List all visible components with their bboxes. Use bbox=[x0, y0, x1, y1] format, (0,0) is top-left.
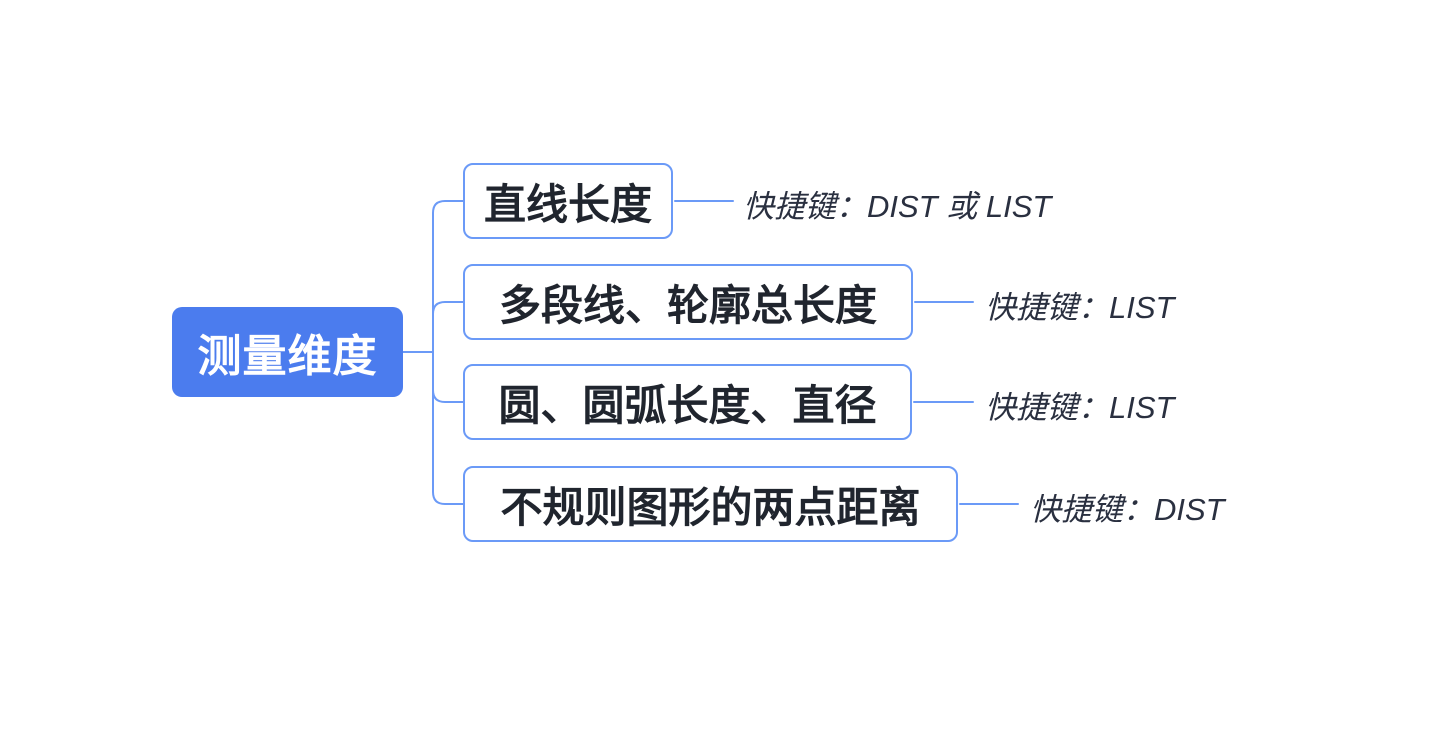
child-node-label: 圆、圆弧长度、直径 bbox=[498, 381, 877, 429]
child-node-irregular-two-point-distance[interactable]: 不规则图形的两点距离 bbox=[463, 466, 958, 542]
root-node-label: 测量维度 bbox=[197, 332, 378, 381]
shortcut-note-label: 快捷键：DIST 或 LIST bbox=[743, 188, 1052, 224]
shortcut-note-label: 快捷键：LIST bbox=[985, 389, 1175, 425]
child-node-label: 多段线、轮廓总长度 bbox=[498, 281, 877, 329]
shortcut-note-label: 快捷键：DIST bbox=[1030, 491, 1225, 527]
shortcut-note-circle-arc[interactable]: 快捷键：LIST bbox=[985, 382, 1174, 426]
shortcut-note-label: 快捷键：LIST bbox=[985, 289, 1175, 325]
shortcut-note-line-length[interactable]: 快捷键：DIST 或 LIST bbox=[743, 181, 1051, 225]
root-node-measure-dimensions[interactable]: 测量维度 bbox=[172, 307, 403, 397]
shortcut-note-polyline[interactable]: 快捷键：LIST bbox=[985, 282, 1174, 326]
child-node-label: 直线长度 bbox=[483, 180, 652, 228]
child-node-circle-arc-diameter[interactable]: 圆、圆弧长度、直径 bbox=[463, 364, 912, 440]
child-node-label: 不规则图形的两点距离 bbox=[500, 483, 921, 531]
connector-child-3 bbox=[432, 351, 464, 403]
shortcut-note-irregular[interactable]: 快捷键：DIST bbox=[1030, 484, 1225, 528]
child-node-line-length[interactable]: 直线长度 bbox=[463, 163, 673, 239]
connector-child-1 bbox=[432, 200, 464, 353]
connector-child-4 bbox=[432, 351, 464, 505]
connector-child-2 bbox=[432, 301, 464, 353]
child-node-polyline-total-length[interactable]: 多段线、轮廓总长度 bbox=[463, 264, 913, 340]
